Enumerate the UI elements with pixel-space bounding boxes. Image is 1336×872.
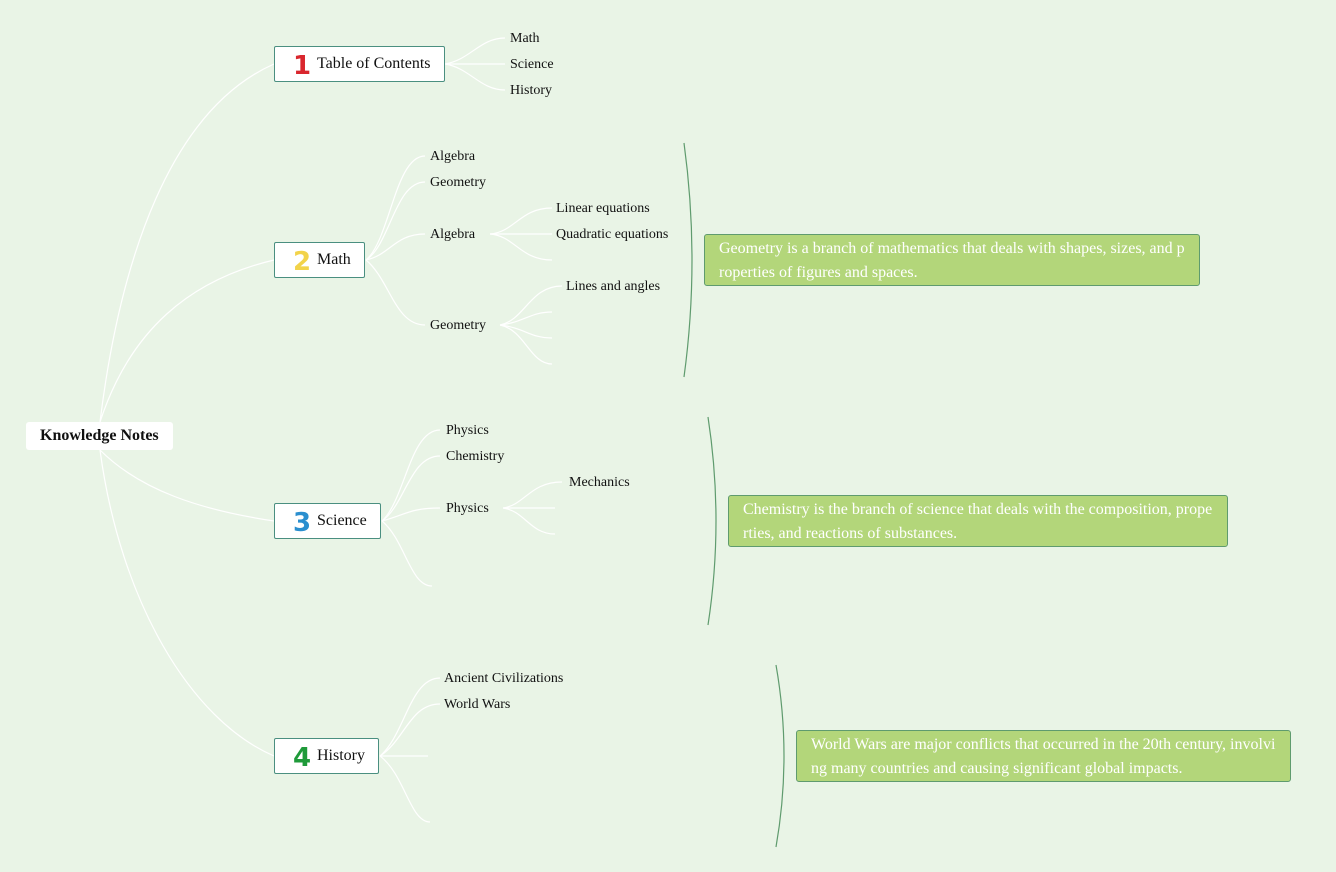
leaf-geometry-branch[interactable]: Geometry: [430, 318, 486, 333]
leaf-ancient-civilizations[interactable]: Ancient Civilizations: [444, 671, 564, 686]
note-chemistry[interactable]: Chemistry is the branch of science that …: [728, 495, 1228, 547]
brace-history: [775, 664, 785, 848]
brace-science: [707, 416, 717, 626]
topic-table-of-contents[interactable]: 1 Table of Contents: [274, 46, 445, 82]
leaf-chemistry[interactable]: Chemistry: [446, 449, 505, 464]
link-root-history: [99, 449, 275, 757]
leaf-mechanics[interactable]: Mechanics: [569, 475, 630, 490]
leaf-physics-branch[interactable]: Physics: [446, 501, 489, 516]
leaf-history[interactable]: History: [510, 83, 552, 98]
leaf-quadratic-equations[interactable]: Quadratic equations: [556, 227, 669, 242]
topic-label: Science: [317, 512, 367, 529]
number-one-icon: 1: [293, 51, 312, 81]
leaf-lines-and-angles[interactable]: Lines and angles: [566, 279, 661, 294]
note-geometry[interactable]: Geometry is a branch of mathematics that…: [704, 234, 1200, 286]
brace-math: [683, 142, 693, 378]
topic-label: History: [317, 747, 365, 764]
topic-label: Table of Contents: [317, 55, 431, 72]
topic-history[interactable]: 4 History: [274, 738, 379, 774]
link-root-toc: [99, 63, 275, 423]
leaf-algebra-branch[interactable]: Algebra: [430, 227, 476, 242]
number-two-icon: 2: [293, 247, 312, 277]
root-node[interactable]: Knowledge Notes: [26, 422, 173, 450]
link-root-math: [99, 259, 275, 423]
leaf-physics[interactable]: Physics: [446, 423, 489, 438]
leaf-world-wars[interactable]: World Wars: [444, 697, 511, 712]
link-root-science: [99, 449, 275, 522]
number-three-icon: 3: [293, 508, 312, 538]
topic-science[interactable]: 3 Science: [274, 503, 381, 539]
leaf-science[interactable]: Science: [510, 57, 554, 72]
topic-math[interactable]: 2 Math: [274, 242, 365, 278]
leaf-geometry[interactable]: Geometry: [430, 175, 486, 190]
topic-label: Math: [317, 251, 351, 268]
leaf-math[interactable]: Math: [510, 31, 540, 46]
note-world-wars[interactable]: World Wars are major conflicts that occu…: [796, 730, 1291, 782]
leaf-algebra[interactable]: Algebra: [430, 149, 476, 164]
leaf-linear-equations[interactable]: Linear equations: [556, 201, 650, 216]
number-four-icon: 4: [293, 743, 312, 773]
